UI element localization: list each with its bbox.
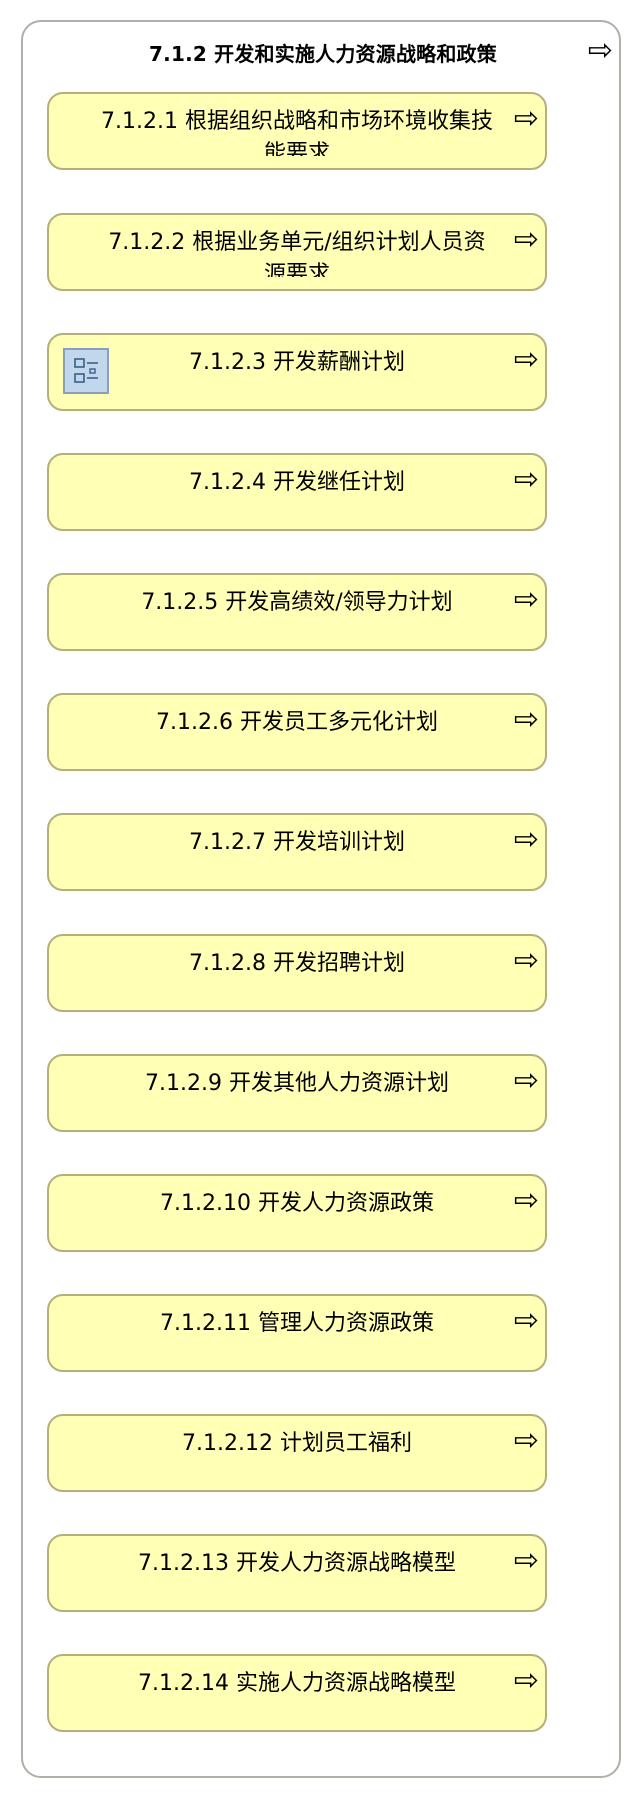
process-item[interactable]: 7.1.2.10 开发人力资源政策 ⇨	[47, 1174, 547, 1252]
process-item[interactable]: 7.1.2.6 开发员工多元化计划 ⇨	[47, 693, 547, 771]
process-item[interactable]: 7.1.2.5 开发高绩效/领导力计划 ⇨	[47, 573, 547, 651]
right-arrow-icon[interactable]: ⇨	[513, 101, 539, 136]
right-arrow-icon[interactable]: ⇨	[513, 1423, 539, 1458]
process-item-label: 7.1.2.5 开发高绩效/领导力计划	[141, 590, 453, 615]
right-arrow-icon[interactable]: ⇨	[587, 33, 613, 68]
right-arrow-icon[interactable]: ⇨	[513, 1663, 539, 1698]
right-arrow-icon[interactable]: ⇨	[513, 1183, 539, 1218]
process-item[interactable]: 7.1.2.8 开发招聘计划 ⇨	[47, 934, 547, 1012]
process-item[interactable]: 7.1.2.14 实施人力资源战略模型 ⇨	[47, 1654, 547, 1732]
right-arrow-icon[interactable]: ⇨	[513, 222, 539, 257]
right-arrow-icon[interactable]: ⇨	[513, 822, 539, 857]
process-hierarchy-icon	[63, 348, 109, 394]
process-item[interactable]: 7.1.2.9 开发其他人力资源计划 ⇨	[47, 1054, 547, 1132]
process-item[interactable]: 7.1.2.12 计划员工福利 ⇨	[47, 1414, 547, 1492]
right-arrow-icon[interactable]: ⇨	[513, 1303, 539, 1338]
container-title: 7.1.2 开发和实施人力资源战略和政策	[149, 42, 497, 66]
process-item-label: 7.1.2.7 开发培训计划	[189, 830, 405, 855]
process-item-label: 7.1.2.3 开发薪酬计划	[189, 350, 405, 375]
process-item[interactable]: 7.1.2.1 根据组织战略和市场环境收集技能要求 ⇨	[47, 92, 547, 170]
process-item-label: 7.1.2.12 计划员工福利	[182, 1431, 412, 1456]
process-item[interactable]: 7.1.2.7 开发培训计划 ⇨	[47, 813, 547, 891]
process-item-label: 7.1.2.10 开发人力资源政策	[160, 1191, 434, 1216]
process-item[interactable]: 7.1.2.11 管理人力资源政策 ⇨	[47, 1294, 547, 1372]
process-item-label: 7.1.2.8 开发招聘计划	[189, 951, 405, 976]
process-item[interactable]: 7.1.2.3 开发薪酬计划 ⇨	[47, 333, 547, 411]
process-item-label: 7.1.2.9 开发其他人力资源计划	[145, 1071, 449, 1096]
process-item-label: 7.1.2.4 开发继任计划	[189, 470, 405, 495]
right-arrow-icon[interactable]: ⇨	[513, 462, 539, 497]
process-item-label: 7.1.2.11 管理人力资源政策	[160, 1311, 434, 1336]
process-item[interactable]: 7.1.2.2 根据业务单元/组织计划人员资源要求 ⇨	[47, 213, 547, 291]
right-arrow-icon[interactable]: ⇨	[513, 702, 539, 737]
process-item-label: 7.1.2.2 根据业务单元/组织计划人员资源要求	[108, 230, 486, 277]
right-arrow-icon[interactable]: ⇨	[513, 943, 539, 978]
process-item-label: 7.1.2.14 实施人力资源战略模型	[138, 1671, 456, 1696]
process-item-label: 7.1.2.6 开发员工多元化计划	[156, 710, 438, 735]
right-arrow-icon[interactable]: ⇨	[513, 1063, 539, 1098]
process-item-label: 7.1.2.13 开发人力资源战略模型	[138, 1551, 456, 1576]
process-item[interactable]: 7.1.2.13 开发人力资源战略模型 ⇨	[47, 1534, 547, 1612]
process-item-label: 7.1.2.1 根据组织战略和市场环境收集技能要求	[101, 109, 493, 156]
process-item[interactable]: 7.1.2.4 开发继任计划 ⇨	[47, 453, 547, 531]
right-arrow-icon[interactable]: ⇨	[513, 582, 539, 617]
right-arrow-icon[interactable]: ⇨	[513, 342, 539, 377]
right-arrow-icon[interactable]: ⇨	[513, 1543, 539, 1578]
